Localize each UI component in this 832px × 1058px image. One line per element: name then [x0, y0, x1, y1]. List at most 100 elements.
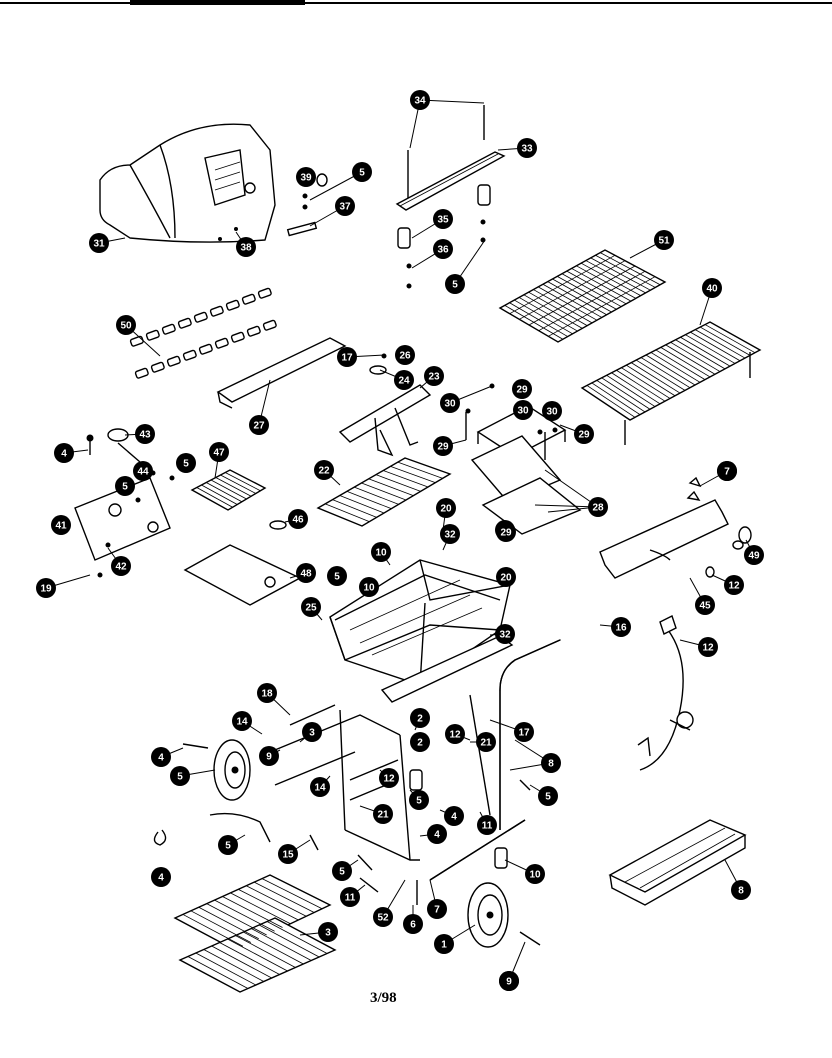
callout-8: 8: [731, 880, 751, 900]
callout-11: 11: [477, 815, 497, 835]
callout-14: 14: [232, 711, 252, 731]
svg-text:16: 16: [615, 623, 627, 634]
callout-5: 5: [538, 786, 558, 806]
burner-grate-part: [316, 457, 452, 527]
callout-37: 37: [335, 196, 355, 216]
svg-text:11: 11: [345, 893, 356, 904]
svg-text:36: 36: [437, 245, 449, 256]
svg-text:33: 33: [521, 144, 533, 155]
callout-7: 7: [717, 461, 737, 481]
svg-text:5: 5: [177, 772, 183, 783]
callout-42: 42: [111, 556, 131, 576]
callout-4: 4: [427, 824, 447, 844]
callout-7: 7: [427, 899, 447, 919]
gas-hose-part: [637, 615, 694, 771]
callout-32: 32: [440, 524, 460, 544]
callout-3: 3: [318, 922, 338, 942]
callout-24: 24: [394, 370, 414, 390]
svg-text:12: 12: [728, 581, 740, 592]
callout-30: 30: [440, 393, 460, 413]
callout-30: 30: [513, 400, 533, 420]
svg-text:19: 19: [40, 584, 52, 595]
svg-text:22: 22: [318, 466, 330, 477]
svg-text:5: 5: [452, 280, 458, 291]
svg-text:12: 12: [383, 774, 395, 785]
svg-text:8: 8: [738, 886, 744, 897]
callout-4: 4: [151, 747, 171, 767]
svg-text:4: 4: [158, 753, 164, 764]
svg-text:17: 17: [518, 728, 530, 739]
svg-text:17: 17: [341, 353, 353, 364]
svg-text:39: 39: [300, 173, 312, 184]
svg-text:18: 18: [261, 689, 273, 700]
callout-5: 5: [170, 766, 190, 786]
cooking-grid-part: [580, 321, 762, 445]
callout-51: 51: [654, 230, 674, 250]
svg-text:29: 29: [578, 430, 590, 441]
wheel-part: [182, 739, 541, 948]
callout-30: 30: [542, 401, 562, 421]
svg-text:50: 50: [120, 321, 132, 332]
callout-2: 2: [410, 732, 430, 752]
callout-22: 22: [314, 460, 334, 480]
callout-5: 5: [176, 453, 196, 473]
svg-text:48: 48: [300, 569, 312, 580]
callout-32: 32: [495, 624, 515, 644]
callout-18: 18: [257, 683, 277, 703]
callout-10: 10: [359, 577, 379, 597]
callout-15: 15: [278, 844, 298, 864]
firebox-part: [329, 559, 514, 703]
callout-48: 48: [296, 563, 316, 583]
svg-text:37: 37: [339, 202, 351, 213]
callout-16: 16: [611, 617, 631, 637]
heat-shield-part: [216, 337, 347, 409]
svg-text:5: 5: [359, 168, 365, 179]
svg-text:10: 10: [375, 548, 387, 559]
lid-hardware-part: [218, 173, 328, 241]
callout-1: 1: [434, 934, 454, 954]
svg-text:49: 49: [748, 551, 760, 562]
callout-2: 2: [410, 708, 430, 728]
svg-text:7: 7: [434, 905, 440, 916]
svg-text:26: 26: [399, 351, 411, 362]
svg-text:29: 29: [437, 442, 449, 453]
svg-text:4: 4: [434, 830, 440, 841]
svg-text:35: 35: [437, 215, 449, 226]
svg-text:38: 38: [240, 243, 252, 254]
callout-5: 5: [409, 790, 429, 810]
callout-26: 26: [395, 345, 415, 365]
svg-text:1: 1: [441, 940, 447, 951]
svg-text:29: 29: [516, 385, 528, 396]
callout-43: 43: [135, 424, 155, 444]
svg-text:25: 25: [305, 603, 317, 614]
callout-20: 20: [496, 567, 516, 587]
callout-47: 47: [209, 442, 229, 462]
svg-text:32: 32: [499, 630, 511, 641]
callout-11: 11: [340, 887, 360, 907]
callout-19: 19: [36, 578, 56, 598]
callout-36: 36: [433, 239, 453, 259]
callout-28: 28: [588, 497, 608, 517]
callout-27: 27: [249, 415, 269, 435]
callout-31: 31: [89, 233, 109, 253]
callout-34: 34: [410, 90, 430, 110]
callout-25: 25: [301, 597, 321, 617]
svg-text:20: 20: [500, 573, 512, 584]
cart-frame-part: [269, 639, 561, 881]
callout-29: 29: [512, 379, 532, 399]
callout-4: 4: [151, 867, 171, 887]
callout-5: 5: [218, 835, 238, 855]
svg-text:15: 15: [282, 850, 294, 861]
svg-text:3: 3: [309, 728, 315, 739]
callout-14: 14: [310, 777, 330, 797]
svg-text:5: 5: [122, 482, 128, 493]
svg-text:51: 51: [658, 236, 670, 247]
svg-text:9: 9: [266, 752, 272, 763]
svg-text:27: 27: [253, 421, 265, 432]
callout-3: 3: [302, 722, 322, 742]
svg-text:30: 30: [517, 406, 529, 417]
svg-text:5: 5: [339, 867, 345, 878]
svg-text:3: 3: [325, 928, 331, 939]
svg-text:4: 4: [61, 449, 67, 460]
